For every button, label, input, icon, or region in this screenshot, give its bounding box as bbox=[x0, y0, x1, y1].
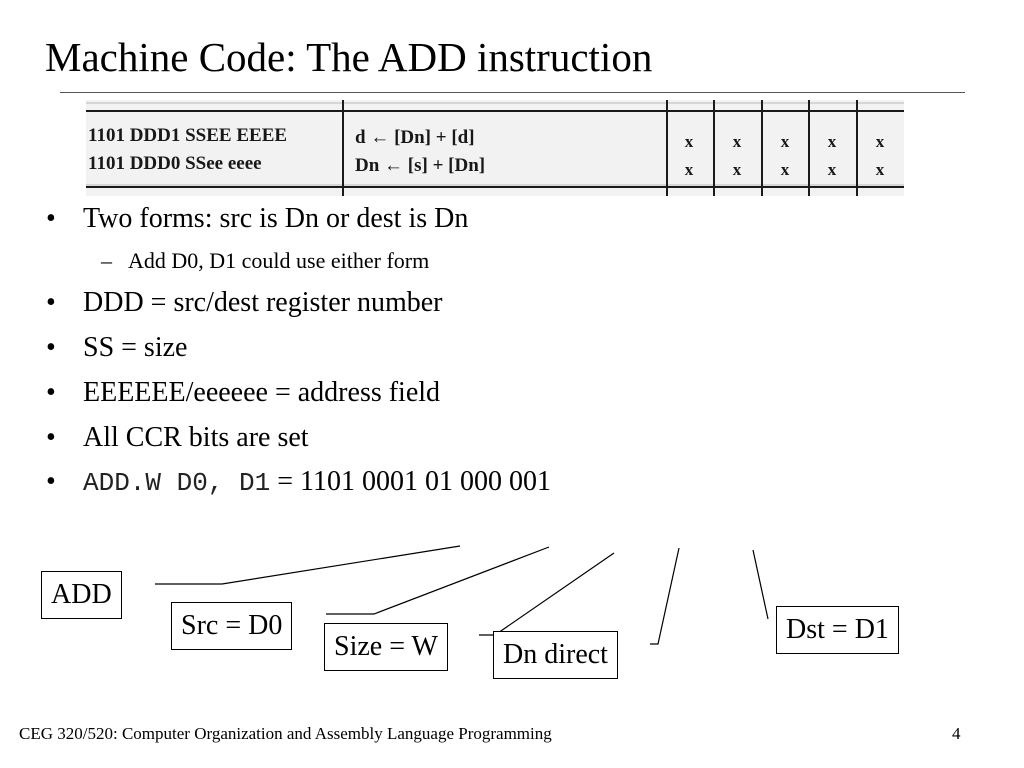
field-box-add: ADD bbox=[41, 571, 122, 619]
table-flag: x bbox=[827, 160, 837, 179]
field-box-size: Size = W bbox=[324, 623, 448, 671]
bullet-text: EEEEEE/eeeeee = address field bbox=[83, 377, 441, 408]
bullet-marker: • bbox=[46, 332, 56, 363]
page-number: 4 bbox=[952, 724, 961, 743]
table-flag: x bbox=[875, 160, 885, 179]
table-bottom-rule bbox=[86, 184, 904, 186]
table-operation: Dn ← [s] + [Dn] bbox=[355, 155, 486, 176]
bullet-item: • EEEEEE/eeeeee = address field bbox=[46, 376, 441, 410]
bullet-item: • All CCR bits are set bbox=[46, 421, 309, 455]
bullet-marker: • bbox=[46, 466, 56, 497]
bullet-text: All CCR bits are set bbox=[83, 422, 309, 453]
field-box-dst: Dst = D1 bbox=[776, 606, 899, 654]
table-flag: x bbox=[780, 132, 790, 151]
bullet-text: Two forms: src is Dn or dest is Dn bbox=[83, 203, 469, 234]
table-col-divider bbox=[856, 100, 858, 196]
sub-bullet-marker: – bbox=[101, 248, 112, 273]
field-box-dn-direct: Dn direct bbox=[493, 631, 618, 679]
bullet-item: • DDD = src/dest register number bbox=[46, 286, 443, 320]
table-encoding: 1101 DDD0 SSee eeee bbox=[88, 153, 262, 174]
table-flag: x bbox=[732, 160, 742, 179]
instruction-table-scan: 1101 DDD1 SSEE EEEE 1101 DDD0 SSee eeee … bbox=[86, 100, 904, 196]
bullet-item: • SS = size bbox=[46, 331, 188, 365]
table-col-divider bbox=[666, 100, 668, 196]
connector-size bbox=[479, 552, 615, 636]
bullet-marker: • bbox=[46, 203, 56, 234]
table-flag: x bbox=[780, 160, 790, 179]
table-encoding: 1101 DDD1 SSEE EEEE bbox=[88, 125, 288, 146]
table-flag: x bbox=[684, 132, 694, 151]
bullet-item: • Two forms: src is Dn or dest is Dn bbox=[46, 202, 469, 236]
bullet-item: • ADD.W D0, D1 = 1101 0001 01 000 001 bbox=[46, 465, 551, 500]
sub-bullet-item: – Add D0, D1 could use either form bbox=[101, 247, 430, 275]
table-col-divider bbox=[342, 100, 344, 196]
slide-title: Machine Code: The ADD instruction bbox=[45, 34, 653, 80]
instruction-code: ADD.W D0, D1 bbox=[83, 468, 271, 498]
table-operation: d ← [Dn] + [d] bbox=[355, 127, 475, 148]
table-col-divider bbox=[713, 100, 715, 196]
table-rule-bottom bbox=[86, 186, 904, 188]
table-flag: x bbox=[827, 132, 837, 151]
connector-add bbox=[155, 545, 461, 585]
table-rule-top bbox=[86, 110, 904, 112]
title-divider bbox=[60, 92, 965, 93]
table-top-rule bbox=[86, 102, 904, 104]
connector-dst bbox=[752, 549, 769, 620]
table-col-divider bbox=[808, 100, 810, 196]
table-flag: x bbox=[732, 132, 742, 151]
bullet-text: DDD = src/dest register number bbox=[83, 287, 443, 318]
instruction-encoding: = 1101 0001 01 000 001 bbox=[270, 466, 551, 497]
slide-footer: CEG 320/520: Computer Organization and A… bbox=[19, 724, 552, 743]
connector-src bbox=[326, 546, 550, 615]
table-flag: x bbox=[684, 160, 694, 179]
bullet-text: SS = size bbox=[83, 332, 188, 363]
table-col-divider bbox=[761, 100, 763, 196]
bullet-marker: • bbox=[46, 422, 56, 453]
bullet-marker: • bbox=[46, 287, 56, 318]
bullet-marker: • bbox=[46, 377, 56, 408]
sub-bullet-text: Add D0, D1 could use either form bbox=[128, 248, 430, 273]
table-flag: x bbox=[875, 132, 885, 151]
field-box-src: Src = D0 bbox=[171, 602, 293, 650]
connector-dn bbox=[650, 547, 680, 645]
